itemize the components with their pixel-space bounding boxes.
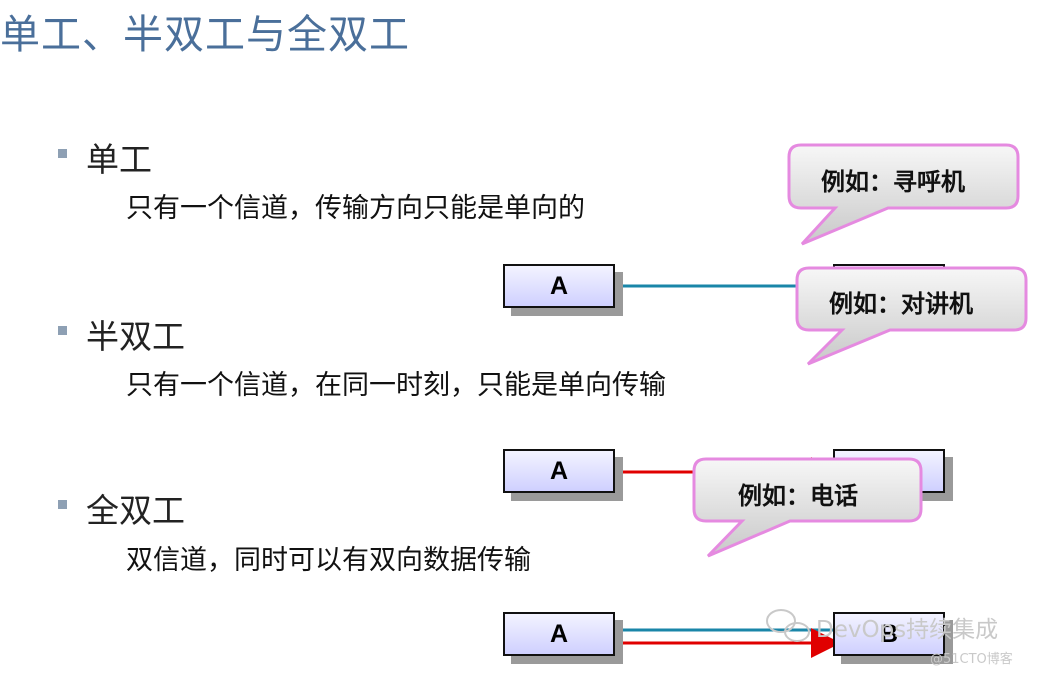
- section-description-full-duplex: 双信道，同时可以有双向数据传输: [126, 545, 531, 576]
- callout-walkie-talkie-text: 例如：对讲机: [829, 289, 973, 318]
- callout-walkie-talkie: [795, 266, 1028, 366]
- callout-phone: [692, 457, 923, 558]
- section-heading-full-duplex: 全双工: [86, 491, 185, 530]
- watermark-brand: DevOps持续集成: [816, 617, 999, 643]
- node-a-half-duplex: A: [503, 449, 615, 493]
- section-description-simplex: 只有一个信道，传输方向只能是单向的: [126, 193, 585, 224]
- node-b-full-duplex: B: [833, 612, 945, 656]
- page-title: 单工、半双工与全双工: [0, 12, 410, 58]
- watermark-site: @51CTO博客: [930, 652, 1013, 667]
- callout-phone-text: 例如：电话: [738, 481, 858, 510]
- bullet-icon: [58, 326, 67, 335]
- bullet-icon: [58, 149, 67, 158]
- node-a-simplex: A: [503, 264, 615, 308]
- bullet-icon: [58, 500, 67, 509]
- section-description-half-duplex: 只有一个信道，在同一时刻，只能是单向传输: [126, 370, 666, 401]
- section-heading-simplex: 单工: [86, 140, 152, 179]
- section-heading-half-duplex: 半双工: [86, 317, 185, 356]
- node-a-full-duplex: A: [503, 612, 615, 656]
- callout-pager-text: 例如：寻呼机: [821, 167, 965, 196]
- callout-pager: [787, 143, 1020, 246]
